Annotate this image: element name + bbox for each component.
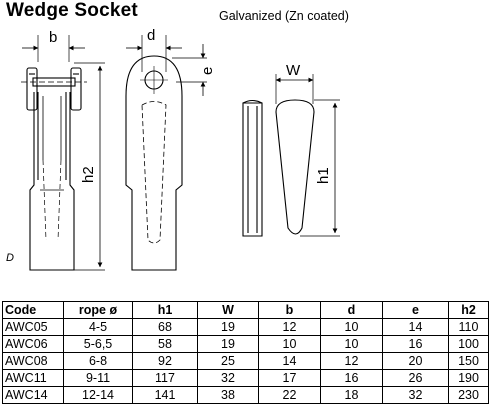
cell-h2: 150	[448, 352, 489, 370]
cell-e: 16	[382, 335, 449, 353]
cell-rope: 4-5	[63, 318, 133, 336]
cell-h1: 58	[132, 335, 198, 353]
col-header-e: e	[382, 301, 449, 319]
wedge-profile	[242, 99, 263, 237]
col-header-h2: h2	[448, 301, 489, 319]
dim-label-h2: h2	[80, 166, 97, 183]
cell-w: 32	[197, 369, 259, 387]
col-header-code: Code	[2, 301, 64, 319]
cell-h2: 230	[448, 386, 489, 404]
table-row: AWC06 5-6,5 58 19 10 10 16 100	[2, 335, 489, 353]
cell-h1: 92	[132, 352, 198, 370]
technical-drawing: b d e W h1 h2 D	[6, 27, 340, 271]
col-header-rope: rope ø	[63, 301, 133, 319]
table-row: AWC08 6-8 92 25 14 12 20 150	[2, 352, 489, 370]
side-view	[21, 35, 105, 271]
cell-h1: 68	[132, 318, 198, 336]
table-row: AWC14 12-14 141 38 22 18 32 230	[2, 386, 489, 404]
cell-b: 17	[258, 369, 321, 387]
cell-d: 18	[320, 386, 383, 404]
cell-w: 38	[197, 386, 259, 404]
table-row: AWC05 4-5 68 19 12 10 14 110	[2, 318, 489, 336]
cell-h1: 141	[132, 386, 198, 404]
col-header-h1: h1	[132, 301, 198, 319]
cell-b: 14	[258, 352, 321, 370]
cell-h2: 190	[448, 369, 489, 387]
dim-label-b: b	[49, 29, 57, 46]
cell-rope: 9-11	[63, 369, 133, 387]
cell-w: 19	[197, 335, 259, 353]
wedge-front	[275, 74, 340, 237]
cell-h2: 110	[448, 318, 489, 336]
view-letter: D	[6, 252, 14, 264]
cell-b: 10	[258, 335, 321, 353]
page-title: Wedge Socket	[6, 0, 138, 21]
cell-code: AWC14	[2, 386, 64, 404]
cell-e: 20	[382, 352, 449, 370]
cell-d: 16	[320, 369, 383, 387]
dim-label-w: W	[286, 62, 301, 79]
cell-e: 26	[382, 369, 449, 387]
cell-h2: 100	[448, 335, 489, 353]
col-header-w: W	[197, 301, 259, 319]
cell-code: AWC05	[2, 318, 64, 336]
cell-code: AWC11	[2, 369, 64, 387]
spec-table: Code rope ø h1 W b d e h2 AWC05 4-5 68 1…	[2, 301, 489, 404]
col-header-b: b	[258, 301, 321, 319]
cell-h1: 117	[132, 369, 198, 387]
table-row: AWC11 9-11 117 32 17 16 26 190	[2, 369, 489, 387]
cell-b: 12	[258, 318, 321, 336]
cell-w: 25	[197, 352, 259, 370]
cell-rope: 6-8	[63, 352, 133, 370]
cell-rope: 5-6,5	[63, 335, 133, 353]
cell-code: AWC06	[2, 335, 64, 353]
cell-e: 32	[382, 386, 449, 404]
cell-e: 14	[382, 318, 449, 336]
cell-d: 10	[320, 335, 383, 353]
cell-d: 10	[320, 318, 383, 336]
finish-subtitle: Galvanized (Zn coated)	[219, 9, 349, 23]
col-header-d: d	[320, 301, 383, 319]
cell-rope: 12-14	[63, 386, 133, 404]
dim-label-e: e	[199, 67, 216, 75]
cell-d: 12	[320, 352, 383, 370]
dim-label-h1: h1	[315, 167, 332, 184]
cell-w: 19	[197, 318, 259, 336]
dim-label-d: d	[147, 27, 155, 44]
cell-code: AWC08	[2, 352, 64, 370]
front-view	[125, 35, 207, 271]
table-header-row: Code rope ø h1 W b d e h2	[2, 301, 489, 319]
cell-b: 22	[258, 386, 321, 404]
